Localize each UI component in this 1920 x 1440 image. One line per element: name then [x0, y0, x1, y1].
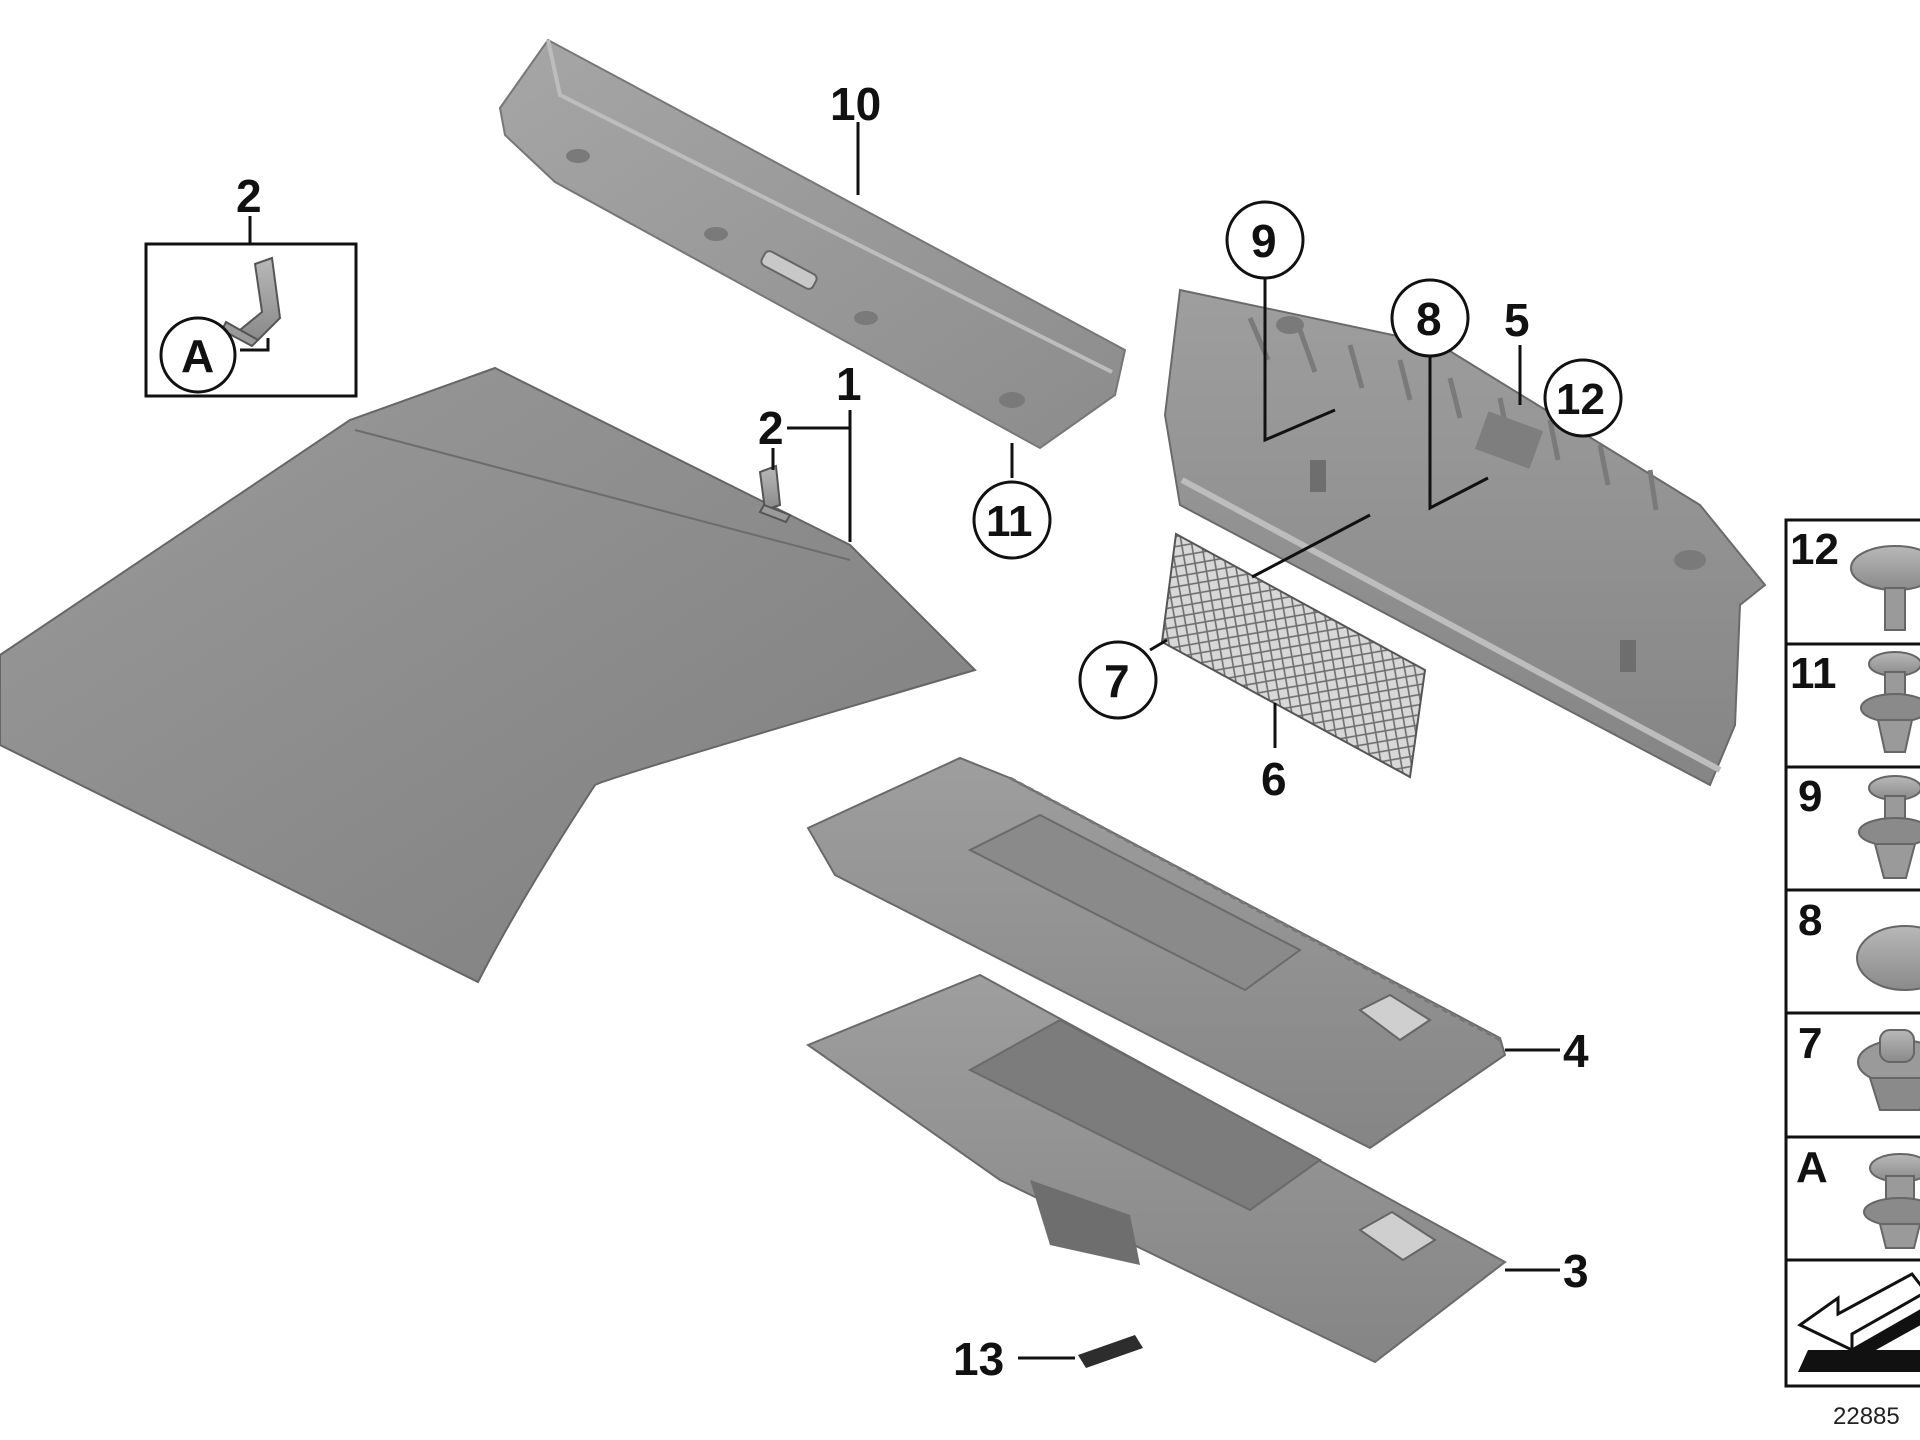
fastener-7-icon [1857, 1029, 1920, 1111]
callout-7-circle [1078, 640, 1158, 720]
legend-label-12: 12 [1790, 525, 1839, 574]
callout-6: 6 [1261, 753, 1287, 805]
callout-12-circle [1543, 358, 1623, 438]
fastener-8-icon [1856, 925, 1920, 991]
callout-8-circle [1390, 278, 1470, 358]
callout-2: 2 [758, 402, 784, 454]
callout-9-circle [1225, 200, 1305, 280]
orientation-arrow-icon [1797, 1272, 1920, 1372]
legend-label-A: A [1796, 1143, 1828, 1192]
part-6-net [1160, 532, 1427, 779]
callout-3: 3 [1563, 1245, 1589, 1297]
fastener-11-icon [1860, 651, 1920, 753]
fastener-12-icon [1850, 545, 1920, 631]
legend-label-8: 8 [1798, 896, 1822, 945]
legend-label-11: 11 [1790, 649, 1837, 698]
part-13-pad [1078, 1335, 1143, 1368]
callouts: 10 2 A 1 2 11 9 8 5 12 7 6 4 3 13 [159, 78, 1623, 1385]
part-5-rear-panel [1163, 288, 1767, 787]
callout-9: 9 [1251, 215, 1277, 267]
legend-label-7: 7 [1798, 1019, 1822, 1068]
fastener-9-icon [1858, 775, 1920, 879]
fastener-A-icon [1863, 1153, 1920, 1249]
callout-A: A [181, 330, 214, 382]
part-4-floor-trim [806, 756, 1507, 1150]
callout-A-circle [159, 316, 237, 394]
callout-11: 11 [986, 497, 1033, 546]
fastener-legend: 12 11 9 8 7 A [1784, 518, 1920, 1388]
drawing-number: 22885 [1833, 1403, 1900, 1430]
callout-4: 4 [1563, 1025, 1589, 1077]
callout-2-box: 2 [236, 170, 262, 222]
callout-1: 1 [836, 358, 862, 410]
callout-12: 12 [1556, 375, 1605, 424]
callout-5: 5 [1504, 294, 1530, 346]
part-1-floor-mat [0, 366, 977, 984]
part-10-upper-trim [498, 38, 1127, 450]
callout-7: 7 [1104, 655, 1130, 707]
part-3-lower-trim [805, 973, 1507, 1364]
legend-label-9: 9 [1798, 772, 1822, 821]
callout-8: 8 [1416, 293, 1442, 345]
callout-11-circle [972, 480, 1052, 560]
part-2-clip [758, 464, 792, 524]
callout-13: 13 [953, 1333, 1004, 1385]
callout-10: 10 [830, 78, 881, 130]
leader-lines [240, 122, 1560, 1360]
